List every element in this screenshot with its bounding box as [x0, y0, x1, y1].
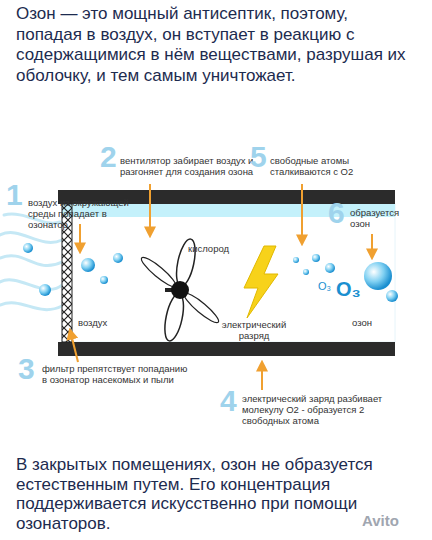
callout-text: фильтр препятствует попаданию в озонатор…	[42, 364, 192, 386]
lightning	[244, 246, 278, 318]
air-swirl	[0, 280, 62, 290]
bubble	[100, 276, 108, 284]
watermark: Avito	[362, 512, 428, 529]
bubble	[386, 290, 398, 302]
callout-text: электрический заряд разбивает молекулу О…	[242, 394, 392, 427]
callout-arrows	[70, 184, 372, 390]
bubble	[81, 258, 95, 272]
callout-text: образуется озон	[350, 208, 420, 230]
chamber	[62, 204, 395, 342]
bubble	[312, 254, 320, 262]
bubble	[23, 243, 33, 253]
leader-arrow	[79, 224, 81, 252]
bubble	[113, 253, 123, 263]
bubble	[293, 257, 299, 263]
callout-number: 1	[6, 178, 28, 213]
callout-text: вентилятор забирает воздух и разгоняет д…	[120, 156, 265, 178]
callout-number: 4	[220, 384, 242, 419]
leader-arrow	[301, 184, 303, 244]
air-swirl	[0, 303, 62, 310]
molecule-label: O₃	[318, 280, 338, 293]
fan-hub	[171, 281, 189, 299]
callout-number: 5	[250, 140, 272, 175]
housing-bottom	[58, 342, 395, 356]
leader-arrow	[261, 362, 263, 390]
inner-label: кислород	[188, 244, 248, 255]
leader-arrow	[371, 234, 373, 258]
bubble	[325, 263, 335, 273]
callout-number: 3	[18, 352, 40, 387]
air-swirl	[0, 233, 62, 243]
callout-text: свободные атомы сталкиваются с О2	[270, 156, 395, 178]
inner-label: озон	[352, 318, 392, 329]
bubble	[364, 262, 392, 290]
air-swirl	[0, 256, 62, 266]
leader-arrow	[70, 330, 78, 362]
intro-text: Озон — это мощный антисептик, поэтому, п…	[16, 4, 418, 86]
caption-text: В закрытых помещениях, озон не образуетс…	[16, 455, 416, 533]
inner-label: воздух	[78, 318, 128, 329]
inner-label: электрический разряд	[214, 320, 294, 342]
bubble	[39, 284, 51, 296]
callout-number: 2	[100, 140, 122, 175]
callout-number: 6	[328, 196, 350, 231]
callout-text: воздух из окружающей среды попадает в оз…	[28, 198, 148, 231]
molecule-label: O₃	[336, 278, 370, 301]
fan-blade	[181, 290, 221, 326]
fan-blade	[138, 254, 178, 290]
fan-blade	[161, 292, 187, 342]
bubble	[303, 269, 309, 275]
leader-arrow	[149, 184, 151, 236]
